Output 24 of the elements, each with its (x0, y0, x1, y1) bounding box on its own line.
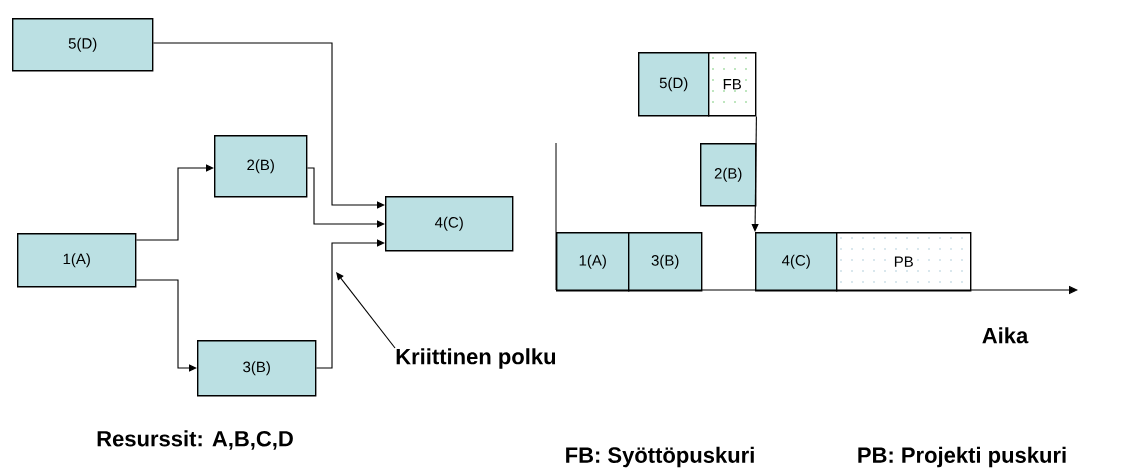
task-box: 1(A) (556, 232, 630, 292)
task-box: 5(D) (638, 52, 710, 117)
task-box: 4(C) (385, 196, 514, 252)
arrow (315, 239, 385, 369)
arrow (306, 167, 385, 228)
axis-label: Aika (982, 327, 1029, 344)
leader-arrow (336, 272, 396, 349)
note-text: Resurssit: A,B,C,D (97, 430, 293, 450)
arrow (135, 279, 197, 372)
arrow (135, 164, 214, 241)
arrow (751, 115, 759, 232)
note-text: FB: Syöttöpuskuri (566, 446, 754, 468)
task-box: 3(B) (197, 340, 317, 397)
feeding-buffer-box: FB (708, 52, 757, 117)
task-box: 4(C) (755, 232, 838, 292)
task-box: 3(B) (628, 232, 703, 292)
task-box: 2(B) (214, 135, 308, 198)
project-buffer-box: PB (836, 232, 972, 292)
task-box: 5(D) (12, 18, 154, 72)
arrow (152, 42, 385, 209)
critical-path-label: Kriittinen polku (396, 348, 556, 369)
task-box: 2(B) (700, 143, 757, 207)
task-box: 1(A) (17, 233, 137, 288)
note-text: PB: Projekti puskuri (858, 446, 1066, 468)
